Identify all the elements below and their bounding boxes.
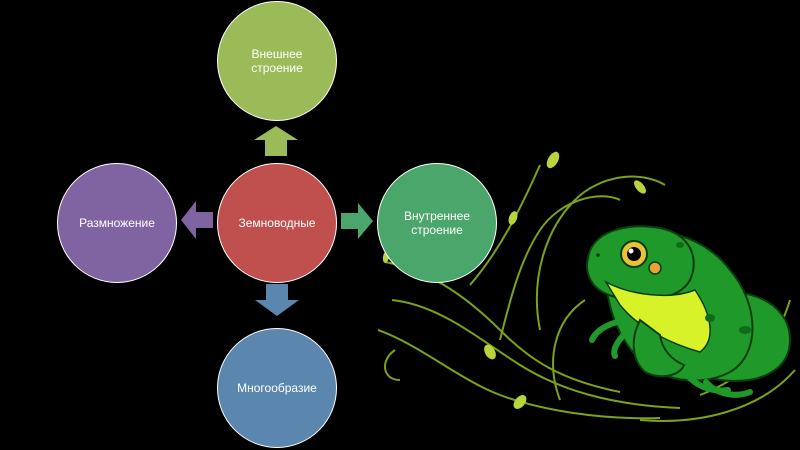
node-center-label: Земноводные <box>238 216 316 230</box>
node-left: Размножение <box>57 163 177 283</box>
node-left-label: Размножение <box>79 216 155 230</box>
frog <box>586 225 792 398</box>
arrow-left-icon <box>181 201 213 239</box>
node-top: Внешнее строение <box>217 1 337 121</box>
node-right-label: Внутреннее строение <box>403 209 471 237</box>
arrow-right-icon <box>341 203 373 239</box>
node-top-label: Внешнее строение <box>251 47 303 75</box>
arrow-up-icon <box>254 126 298 156</box>
arrow-down-icon <box>255 284 299 316</box>
node-bottom-label: Многообразие <box>237 381 317 395</box>
vine-swirls <box>377 164 796 422</box>
node-bottom: Многообразие <box>217 328 337 448</box>
node-right: Внутреннее строение <box>377 163 497 283</box>
node-center: Земноводные <box>217 163 337 283</box>
vine-leaves <box>382 151 646 409</box>
